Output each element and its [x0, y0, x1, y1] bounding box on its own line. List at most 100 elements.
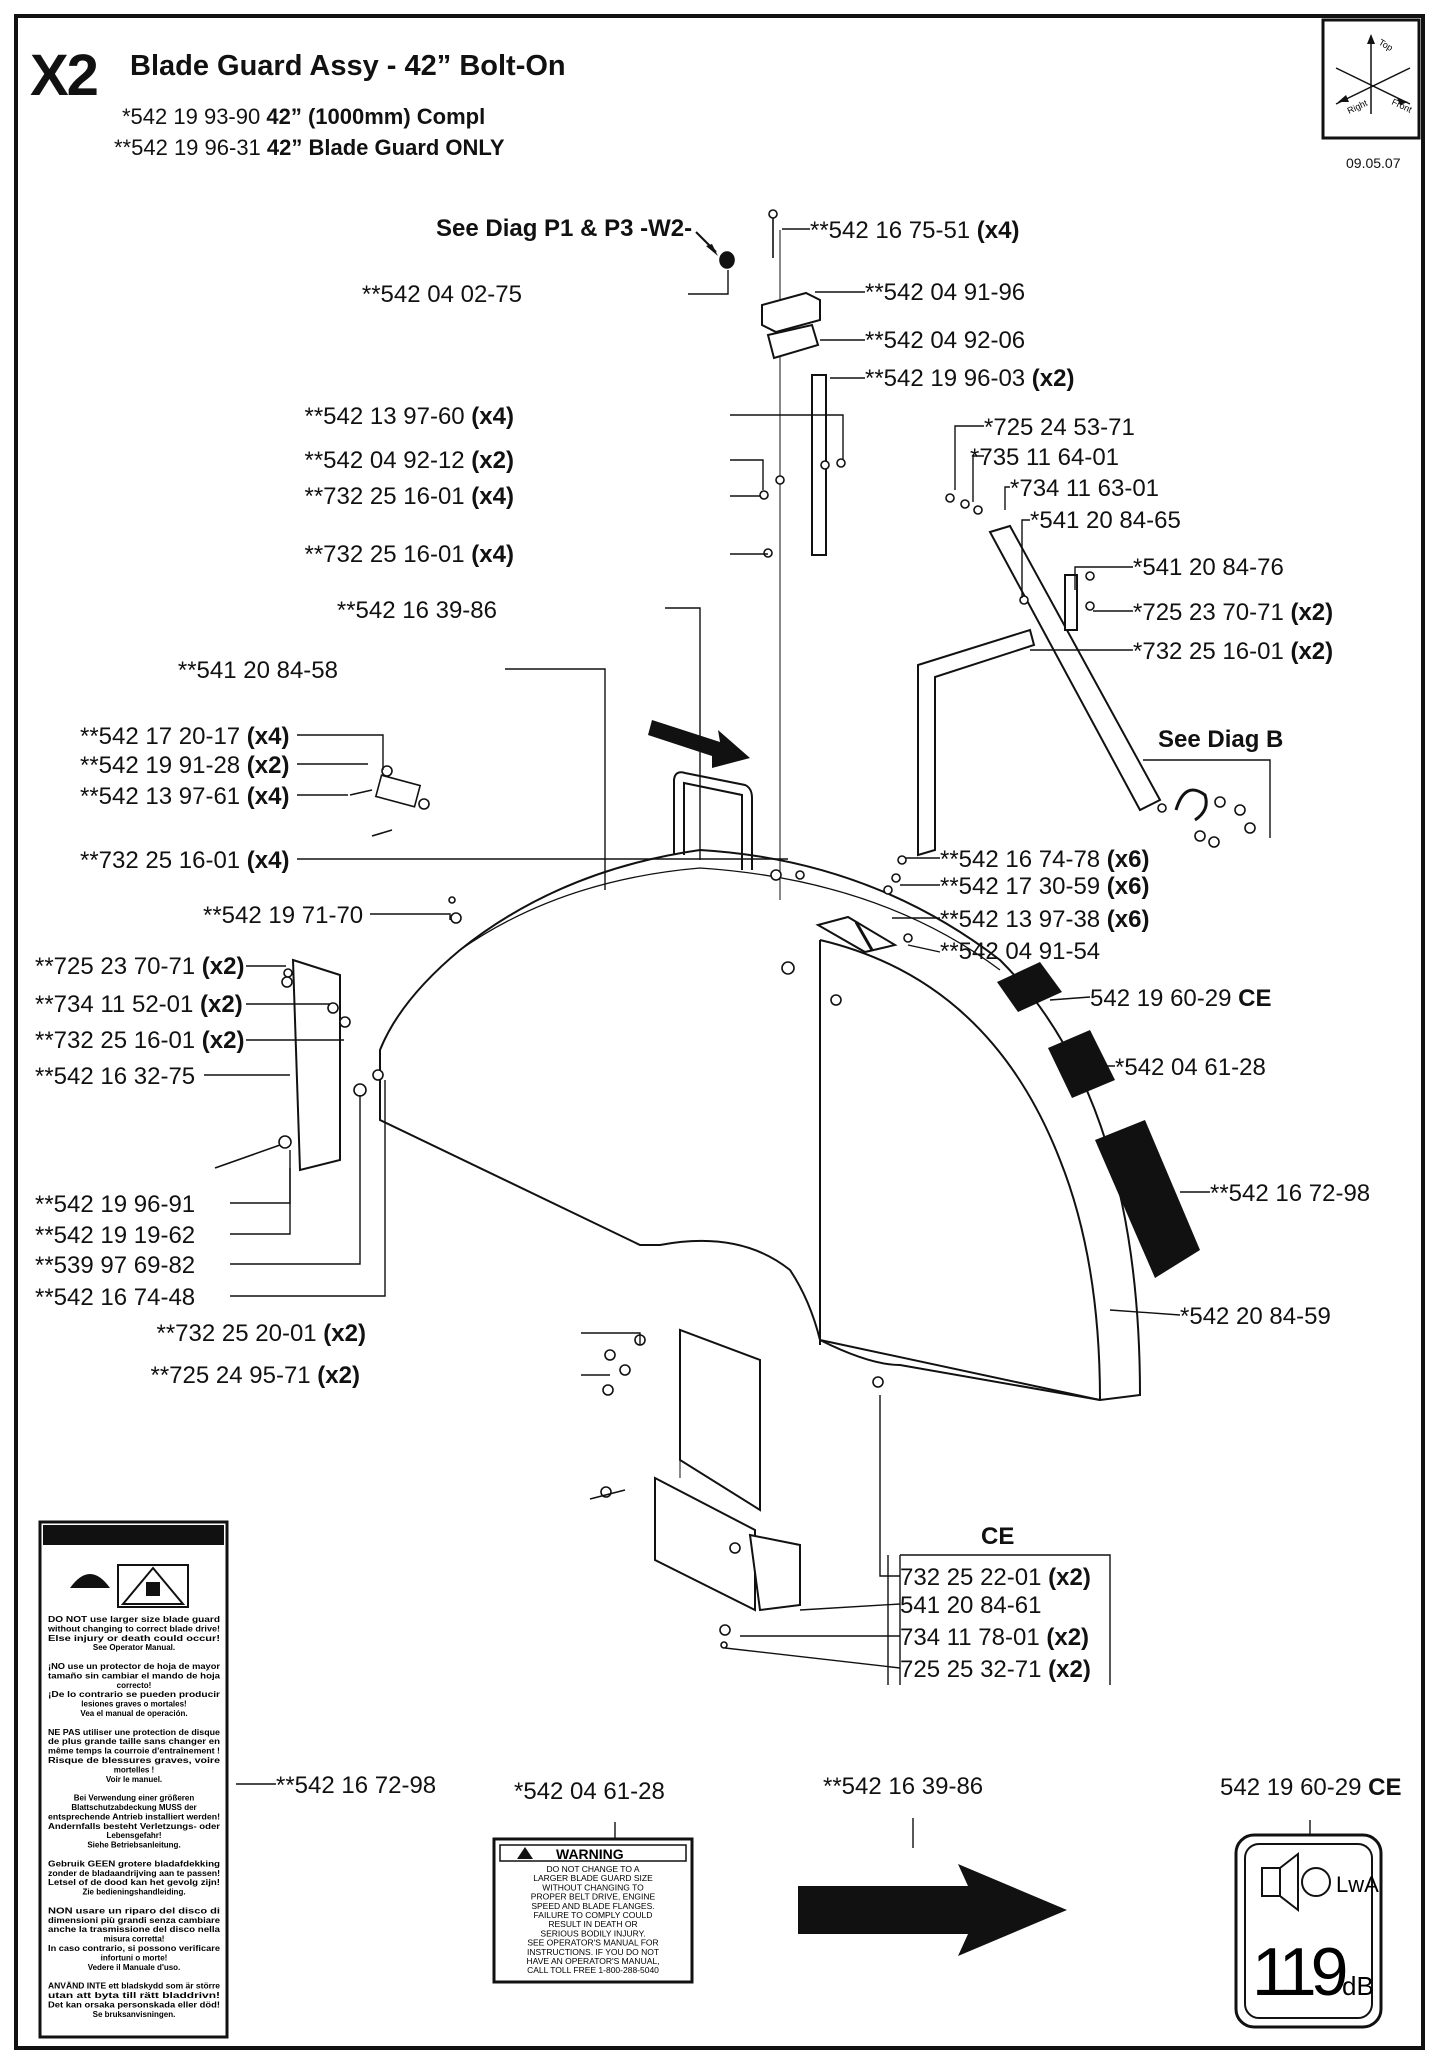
hinge	[818, 917, 895, 952]
warning-line: RESULT IN DEATH OR	[548, 1919, 637, 1929]
tall-label-line: Letsel of de dood kan het gevolg zijn!	[48, 1878, 220, 1887]
callout-pn: **732 25 16-01	[305, 483, 465, 510]
tall-label-line: NE PAS utiliser une protection de disque	[48, 1728, 221, 1737]
callout-pn: **542 17 30-59	[940, 873, 1100, 900]
callout-qty: (x2)	[1041, 1656, 1090, 1683]
callout-labels: **542 16 75-51 (x4)**542 04 02-75**542 0…	[35, 217, 1370, 1683]
callout-pn: **732 25 20-01	[157, 1320, 317, 1347]
warning-line: PROPER BELT DRIVE, ENGINE	[531, 1892, 656, 1902]
tall-label-line: DO NOT use larger size blade guard	[48, 1615, 220, 1624]
callout-pn: **542 04 91-54	[940, 938, 1100, 965]
callout-qty: (x2)	[1041, 1564, 1090, 1591]
tall-label-line: zonder de bladaandrijving aan te passen!	[48, 1869, 220, 1878]
callout-pn: **542 16 32-75	[35, 1063, 195, 1090]
tall-label-line: ¡NO use un protector de hoja de mayor	[48, 1662, 220, 1671]
tall-label-line: infortuni o morte!	[101, 1953, 168, 1962]
callout-19: **542 16 32-75	[35, 1063, 195, 1090]
callout-pn: **542 17 20-17	[80, 723, 240, 750]
tall-label-line: Andernfalls besteht Verletzungs- oder	[48, 1822, 220, 1831]
blade-guard-body	[380, 850, 1140, 1400]
callout-qty: (x6)	[1100, 906, 1149, 933]
noise-value: 119	[1252, 1934, 1346, 2010]
callout-qty: (x4)	[465, 403, 514, 430]
callout-pn: **542 04 92-06	[865, 327, 1025, 354]
decal-noise-pn-number: 542 19 60-29	[1220, 1774, 1361, 1801]
callout-qty: (x2)	[1284, 638, 1333, 665]
callout-34: **542 17 30-59 (x6)	[940, 873, 1150, 900]
ref-arrowhead	[706, 244, 718, 256]
warning-line: SERIOUS BODILY INJURY.	[540, 1928, 645, 1938]
callout-27: *735 11 64-01	[970, 444, 1119, 471]
callout-pn: **734 11 52-01	[35, 991, 193, 1018]
callout-pn: *725 24 53-71	[984, 414, 1135, 441]
callout-qty: (x2)	[195, 1027, 244, 1054]
callout-pn: **542 13 97-38	[940, 906, 1100, 933]
callout-pn: **542 16 74-48	[35, 1284, 195, 1311]
tall-label-line: lesiones graves o mortales!	[81, 1700, 186, 1709]
tall-label-line: utan att byta till rätt bladdrivn!	[48, 1991, 220, 2000]
page-title: Blade Guard Assy - 42” Bolt-On	[130, 50, 566, 82]
ce-group-label: CE	[981, 1523, 1014, 1550]
guard-decals	[997, 962, 1200, 1278]
callout-qty: (x2)	[195, 953, 244, 980]
tall-label-line: Blattschutzabdeckung MUSS der	[71, 1803, 196, 1812]
tall-label-line: Else injury or death could occur!	[48, 1634, 220, 1643]
warning-line: FAILURE TO COMPLY COULD	[534, 1910, 653, 1920]
callout-pn: 732 25 22-01	[900, 1564, 1041, 1591]
callout-qty: (x4)	[240, 783, 289, 810]
warning-line: INSTRUCTIONS. IF YOU DO NOT	[527, 1947, 659, 1957]
callout-7: **732 25 16-01 (x4)	[305, 483, 515, 510]
callout-37: 542 19 60-29 CE	[1090, 985, 1271, 1012]
callout-1: **542 04 02-75	[362, 281, 522, 308]
callout-pn: **542 19 91-28	[80, 752, 240, 779]
tall-label-line: Siehe Betriebsanleitung.	[87, 1841, 180, 1850]
tall-label-line: NON usare un riparo del disco di	[48, 1906, 220, 1915]
tall-label-line: Det kan orsaka personskada eller död!	[48, 2000, 220, 2009]
tall-label-line: entsprechende Antrieb installiert werden…	[48, 1812, 220, 1821]
see-diag-b: See Diag B	[1158, 726, 1283, 753]
callout-qty: CE	[1231, 985, 1271, 1012]
callout-pn: **542 16 39-86	[337, 597, 497, 624]
callout-pn: **542 19 19-62	[35, 1222, 195, 1249]
lower-flap-plate	[655, 1330, 800, 1610]
callout-pn: *725 23 70-71	[1133, 599, 1284, 626]
callout-pn: **542 19 96-91	[35, 1191, 195, 1218]
callout-17: **734 11 52-01 (x2)	[35, 991, 243, 1018]
tall-label-line: In caso contrario, si possono verificare	[48, 1944, 221, 1953]
rotation-arrow-on-guard	[648, 720, 750, 768]
callout-3: **542 04 92-06	[865, 327, 1025, 354]
callout-31: *725 23 70-71 (x2)	[1133, 599, 1333, 626]
callout-pn: 734 11 78-01	[900, 1624, 1040, 1651]
warning-line: SPEED AND BLADE FLANGES.	[531, 1901, 654, 1911]
callout-pn: **542 04 91-96	[865, 279, 1025, 306]
callout-pn: *734 11 63-01	[1010, 475, 1159, 502]
handle	[674, 772, 752, 870]
callout-pn: 725 25 32-71	[900, 1656, 1041, 1683]
callout-20: **542 19 96-91	[35, 1191, 195, 1218]
callout-43: 734 11 78-01 (x2)	[900, 1624, 1089, 1651]
warning-line: HAVE AN OPERATOR'S MANUAL,	[527, 1956, 660, 1966]
callout-13: **542 13 97-61 (x4)	[80, 783, 290, 810]
decal-tall-label: DO NOT use larger size blade guardwithou…	[40, 1522, 227, 2037]
callout-pn: **541 20 84-58	[178, 657, 338, 684]
tall-label-line: misura corretta!	[104, 1935, 165, 1944]
callout-pn: *732 25 16-01	[1133, 638, 1284, 665]
tall-label-line: See Operator Manual.	[93, 1643, 175, 1652]
orientation-indicator: Top Right Front	[1323, 20, 1419, 138]
callout-4: **542 19 96-03 (x2)	[865, 365, 1075, 392]
callout-qty: (x4)	[240, 847, 289, 874]
callout-pn: *542 04 61-28	[1115, 1054, 1266, 1081]
callout-pn: **732 25 16-01	[305, 541, 465, 568]
noise-unit: dB	[1342, 1971, 1374, 2001]
callout-15: **542 19 71-70	[203, 902, 363, 929]
callout-pn: **725 24 95-71	[151, 1362, 311, 1389]
callout-pn: **725 23 70-71	[35, 953, 195, 980]
callout-qty: (x2)	[1284, 599, 1333, 626]
callout-2: **542 04 91-96	[865, 279, 1025, 306]
tall-label-line: Risque de blessures graves, voire	[48, 1756, 221, 1765]
tall-label-line: mortelles !	[114, 1765, 154, 1774]
callout-qty: (x6)	[1100, 873, 1149, 900]
complete-assy-desc: 42” (1000mm) Compl	[266, 104, 486, 129]
decal-noise-on-guard	[997, 962, 1062, 1012]
callout-qty: (x2)	[311, 1362, 360, 1389]
